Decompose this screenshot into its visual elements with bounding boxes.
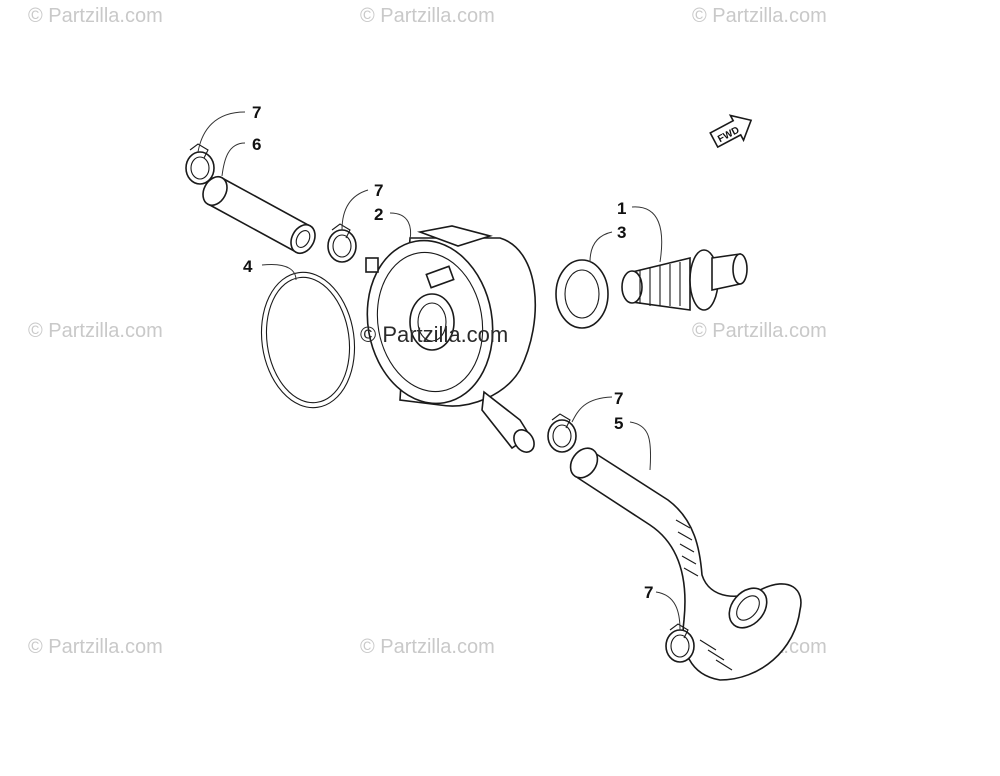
callout-1: 1: [617, 199, 626, 218]
leader-6: [221, 142, 246, 177]
callout-7: 7: [252, 103, 261, 122]
watermark: © Partzilla.com: [360, 5, 495, 27]
leader-3: [589, 231, 613, 263]
callout-7: 7: [374, 181, 383, 200]
callout-4: 4: [243, 257, 253, 276]
leader-7b: [341, 189, 369, 231]
part-2-housing[interactable]: [355, 225, 539, 456]
leader-4: [261, 263, 297, 281]
part-7-clamp-mid[interactable]: [327, 223, 357, 263]
part-3-washer[interactable]: [555, 259, 609, 329]
watermark: © Partzilla.com: [360, 636, 495, 658]
part-5-bent-hose[interactable]: [565, 443, 802, 681]
watermark: © Partzilla.com: [28, 320, 163, 342]
leader-7d: [655, 591, 681, 631]
callout-7: 7: [644, 583, 653, 602]
watermark: © Partzilla.com: [692, 320, 827, 342]
leader-2: [389, 212, 412, 241]
fwd-arrow-icon: FWD: [709, 114, 753, 149]
part-7-clamp-lower[interactable]: [547, 413, 577, 453]
part-4-o-ring[interactable]: [253, 266, 363, 413]
part-1-fitting[interactable]: [621, 249, 748, 311]
callout-6: 6: [252, 135, 261, 154]
leader-7c: [571, 396, 613, 423]
part-6-hose[interactable]: [198, 173, 320, 258]
watermark: © Partzilla.com: [692, 5, 827, 27]
watermark: © Partzilla.com: [28, 5, 163, 27]
leader-5: [629, 421, 652, 471]
part-7-clamp-top[interactable]: [185, 143, 215, 185]
callout-5: 5: [614, 414, 623, 433]
watermark: © Partzilla.com: [28, 636, 163, 658]
callout-3: 3: [617, 223, 626, 242]
callout-7: 7: [614, 389, 623, 408]
center-watermark: © Partzilla.com: [360, 322, 509, 347]
leader-7a: [197, 111, 246, 153]
callout-2: 2: [374, 205, 383, 224]
leader-1: [631, 206, 663, 263]
